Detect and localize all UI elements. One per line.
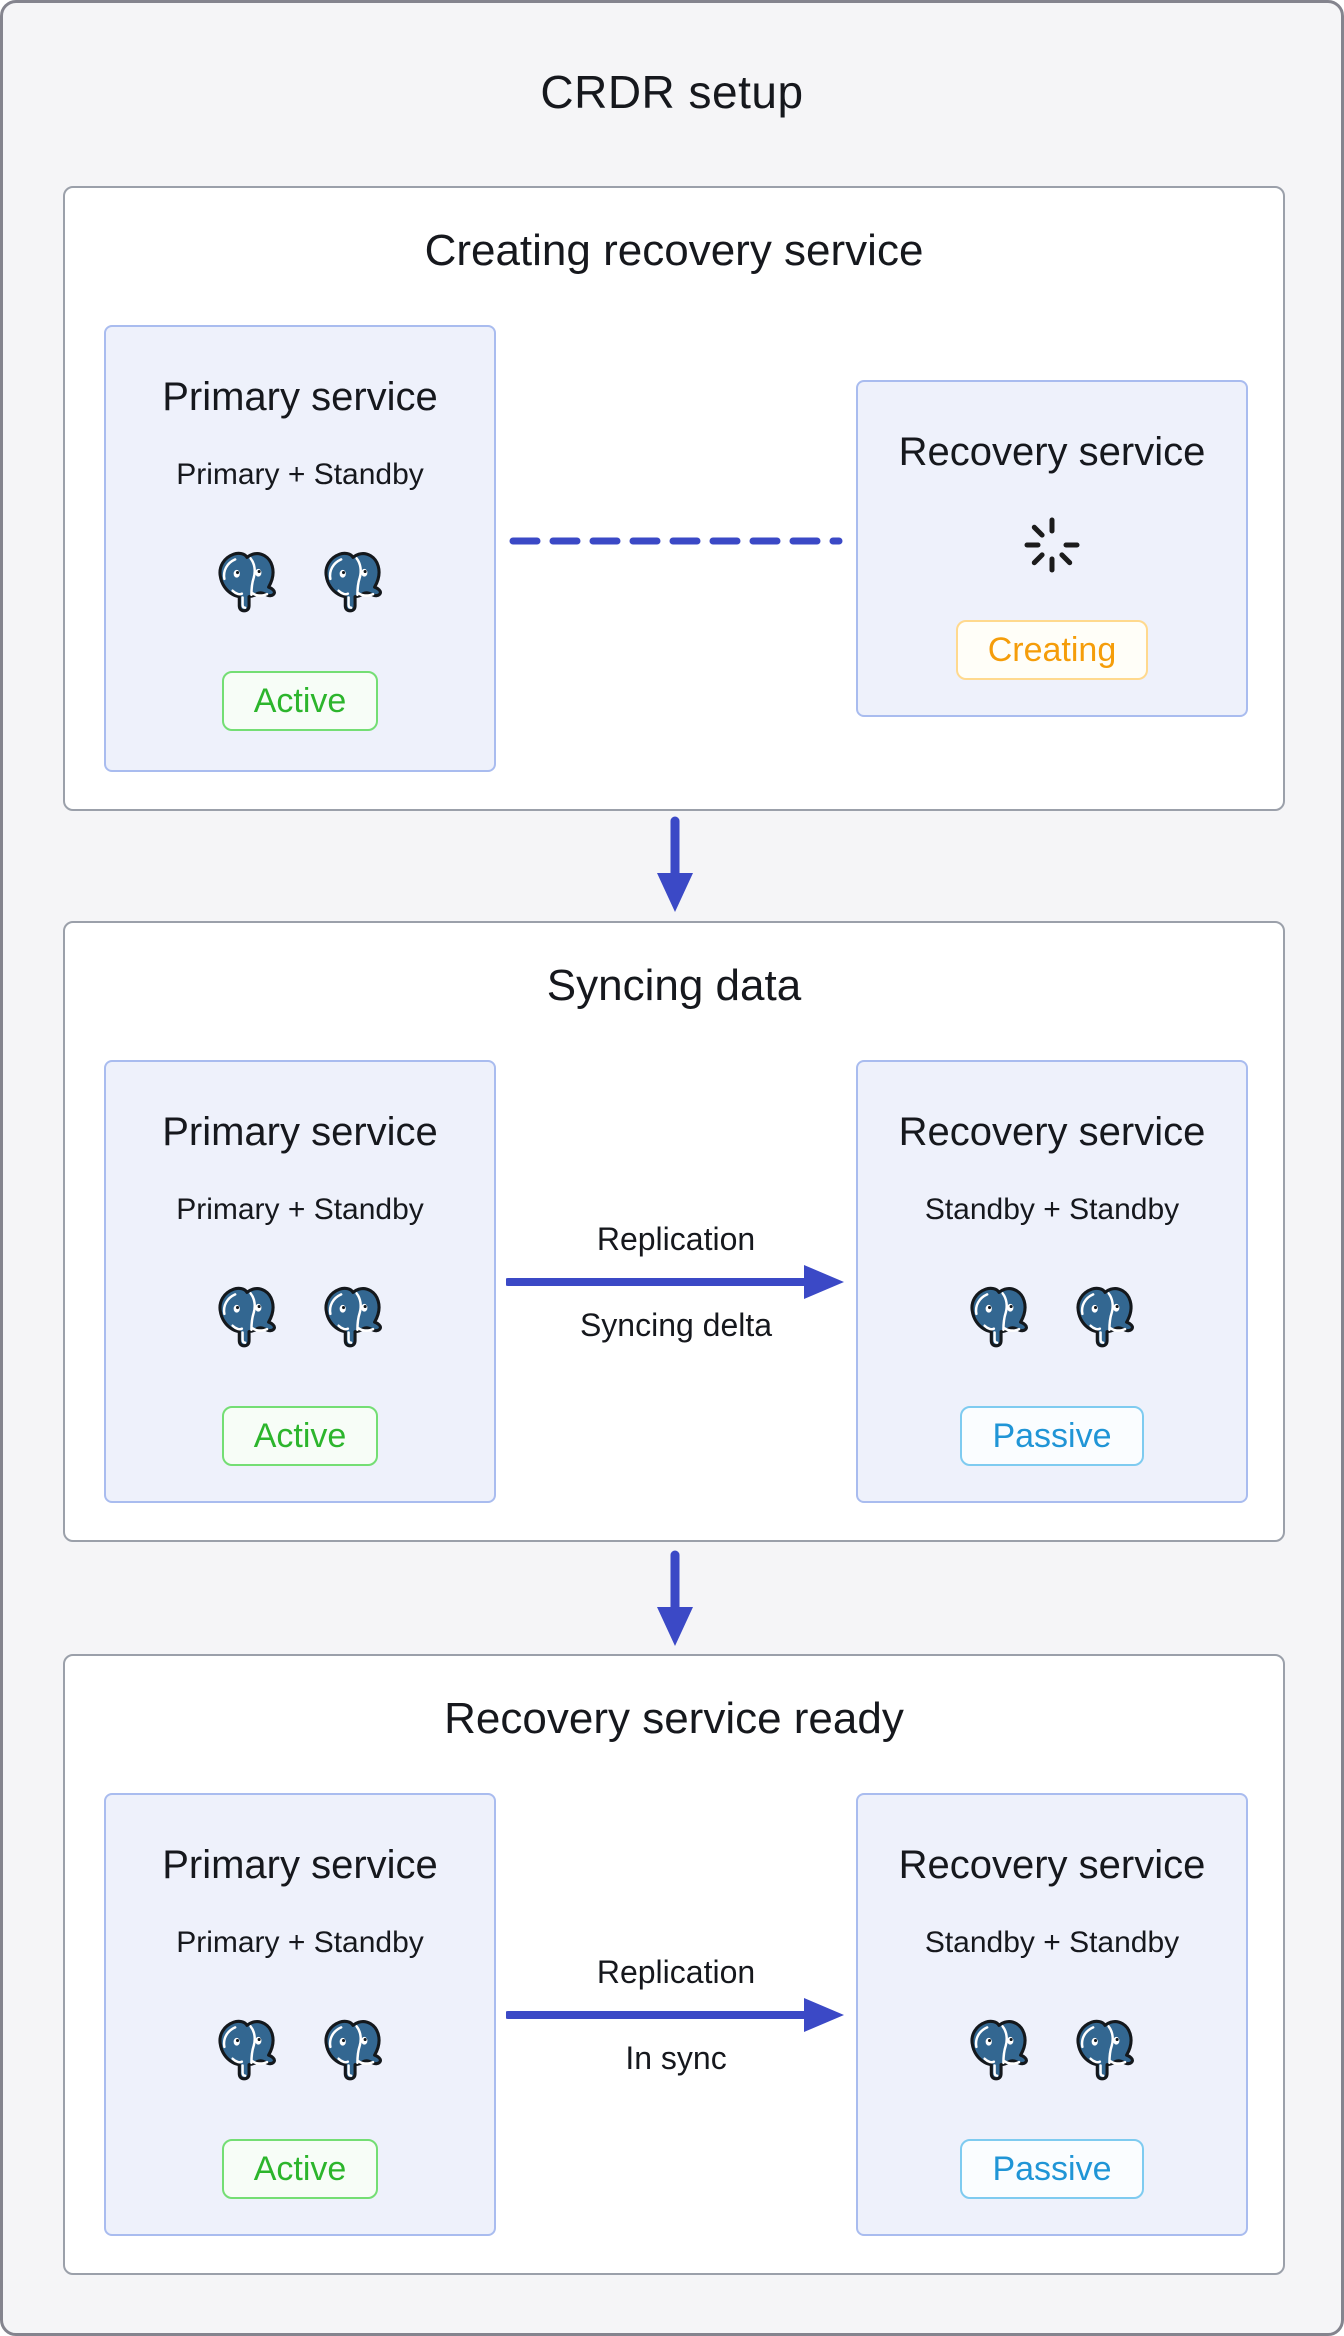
service-card-subtitle: Primary + Standby	[176, 458, 424, 491]
postgres-elephant-icon	[324, 2019, 382, 2081]
connector-label-bottom: Syncing delta	[579, 1307, 773, 1343]
primary-service-card: Primary service Primary + Standby Active	[104, 1793, 496, 2236]
stage-title: Syncing data	[546, 961, 802, 1010]
postgres-elephant-icon	[324, 1286, 382, 1348]
status-badge-passive: Passive	[960, 2139, 1144, 2199]
stage-title: Creating recovery service	[424, 226, 924, 275]
database-nodes	[963, 1284, 1141, 1350]
recovery-service-card: Recovery service Standby + Standby Passi…	[856, 1060, 1248, 1503]
service-card-subtitle: Primary + Standby	[176, 1926, 424, 1959]
service-card-title: Primary service	[162, 1843, 438, 1887]
stage-panel-creating-recovery-service: Creating recovery service Primary servic…	[63, 186, 1285, 811]
postgres-elephant-icon	[1076, 1286, 1134, 1348]
status-badge-active: Active	[221, 1406, 379, 1466]
service-card-title: Recovery service	[898, 1110, 1206, 1154]
replication-connector: Replication In sync	[506, 1952, 846, 2078]
dashed-connector-line	[509, 537, 843, 545]
status-badge-creating: Creating	[955, 620, 1149, 680]
status-badge-active: Active	[221, 671, 379, 731]
right-arrow-icon	[506, 1265, 844, 1299]
service-card-title: Recovery service	[898, 1843, 1206, 1887]
postgres-elephant-icon	[218, 551, 276, 613]
recovery-service-card: Recovery service Creating	[856, 380, 1248, 717]
page-title: CRDR setup	[540, 66, 804, 118]
connector-label-top: Replication	[596, 1221, 756, 1257]
postgres-elephant-icon	[1076, 2019, 1134, 2081]
service-card-subtitle: Standby + Standby	[924, 1926, 1180, 1959]
service-card-title: Primary service	[162, 375, 438, 419]
status-badge-active: Active	[221, 2139, 379, 2199]
service-card-title: Recovery service	[898, 430, 1206, 474]
connector-label-top: Replication	[596, 1954, 756, 1990]
primary-service-card: Primary service Primary + Standby Active	[104, 325, 496, 772]
connector-label-bottom: In sync	[625, 2040, 727, 2076]
replication-connector: Replication Syncing delta	[506, 1219, 846, 1345]
stage-panel-recovery-service-ready: Recovery service ready Primary service P…	[63, 1654, 1285, 2275]
service-card-subtitle: Primary + Standby	[176, 1193, 424, 1226]
postgres-elephant-icon	[970, 1286, 1028, 1348]
database-nodes	[211, 2017, 389, 2083]
service-card-subtitle: Standby + Standby	[924, 1193, 1180, 1226]
database-nodes	[211, 1284, 389, 1350]
down-arrow-icon	[657, 1550, 693, 1646]
right-arrow-icon	[506, 1998, 844, 2032]
database-nodes	[963, 2017, 1141, 2083]
postgres-elephant-icon	[218, 1286, 276, 1348]
stage-panel-syncing-data: Syncing data Primary service Primary + S…	[63, 921, 1285, 1542]
postgres-elephant-icon	[218, 2019, 276, 2081]
postgres-elephant-icon	[324, 551, 382, 613]
stage-title: Recovery service ready	[444, 1694, 904, 1743]
service-card-title: Primary service	[162, 1110, 438, 1154]
loading-spinner-icon	[1023, 516, 1081, 574]
status-badge-passive: Passive	[960, 1406, 1144, 1466]
recovery-service-card: Recovery service Standby + Standby Passi…	[856, 1793, 1248, 2236]
postgres-elephant-icon	[970, 2019, 1028, 2081]
down-arrow-icon	[657, 816, 693, 912]
database-nodes	[211, 549, 389, 615]
primary-service-card: Primary service Primary + Standby Active	[104, 1060, 496, 1503]
